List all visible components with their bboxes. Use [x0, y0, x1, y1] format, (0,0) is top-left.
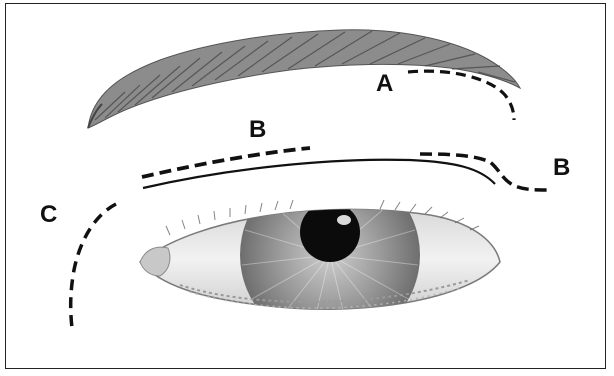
dashed-line-b-right — [420, 154, 548, 190]
dashed-line-c — [71, 204, 116, 328]
label-b-right: B — [553, 156, 570, 180]
label-c: C — [40, 203, 57, 227]
eyebrow-illustration — [88, 30, 520, 128]
label-b-top: B — [249, 118, 266, 142]
eye-illustration — [140, 165, 500, 345]
label-a: A — [376, 72, 393, 96]
